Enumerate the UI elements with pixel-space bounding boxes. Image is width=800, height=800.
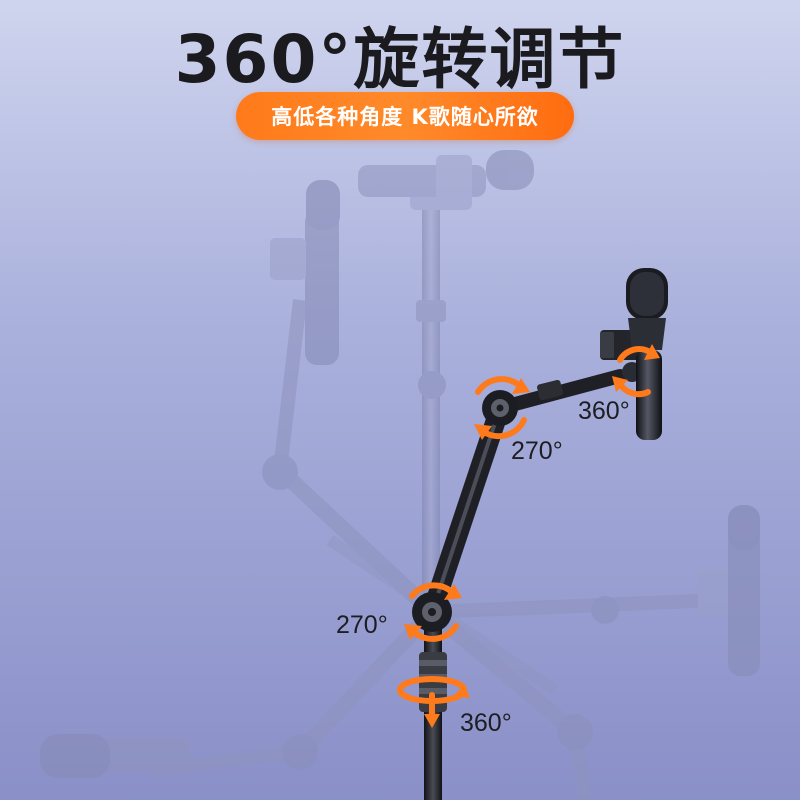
angle-label-base: 360°	[460, 709, 512, 737]
microphone-icon	[626, 268, 668, 440]
ghost-mic-top	[358, 150, 534, 210]
rotation-arrow-base-icon	[397, 676, 470, 728]
ghost-arm-bottom-right	[426, 605, 593, 800]
rotation-arrow-elbow-icon	[474, 376, 530, 440]
headline: 360°旋转调节	[174, 21, 626, 98]
angle-label-lower-joint: 270°	[336, 611, 388, 639]
rotation-arrows	[397, 344, 660, 728]
ghost-stand-positions	[40, 150, 760, 800]
tagline-pill: 高低各种角度 K歌随心所欲	[236, 92, 574, 140]
rotation-arrow-head-icon	[612, 344, 660, 398]
angle-label-head: 360°	[578, 397, 630, 425]
angle-label-elbow: 270°	[511, 437, 563, 465]
ghost-arm-right	[431, 505, 760, 676]
ghost-arm-left	[262, 180, 438, 618]
rotation-arrow-lower-joint-icon	[404, 582, 462, 642]
